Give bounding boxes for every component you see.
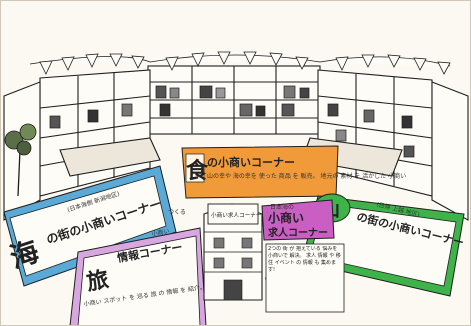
job-title-line1: 小商い — [268, 210, 304, 225]
food-title: の小商いコーナー — [207, 155, 295, 169]
job-title-line2: 求人コーナー — [268, 226, 328, 239]
job-sign: 小商い求人コーナー — [211, 211, 262, 219]
job-small-label: 日本海の — [270, 203, 294, 211]
flag-bunting-icon — [29, 51, 451, 75]
food-corner: 食 の小商いコーナー 山の幸や 海の幸を 使った 商品 を 販売。 地元の 素材… — [181, 145, 406, 199]
food-body: 山の幸や 海の幸を 使った 商品 を 販売。 地元の 素材 を 活かした 小商い — [207, 172, 406, 180]
tree-icon — [4, 123, 37, 197]
job-side-note: つくる — [168, 209, 186, 216]
travel-note: 小商い — [151, 227, 170, 238]
job-corner: 小商い求人コーナー つくる 日本海の 小商い 求人コーナー 2つの 街 が 抱え… — [168, 199, 345, 313]
sea-corner: 海 の街の小商いコーナー (日本海側 新潟地区) — [3, 165, 177, 287]
job-body: 2つの 街 が 抱えている 悩みを 小商いで 解決。 求人 情報 や 移住 イベ… — [268, 246, 341, 273]
food-big-char: 食 — [186, 158, 209, 184]
travel-big-char: 旅 — [85, 266, 111, 295]
shelf-goods — [49, 85, 415, 158]
